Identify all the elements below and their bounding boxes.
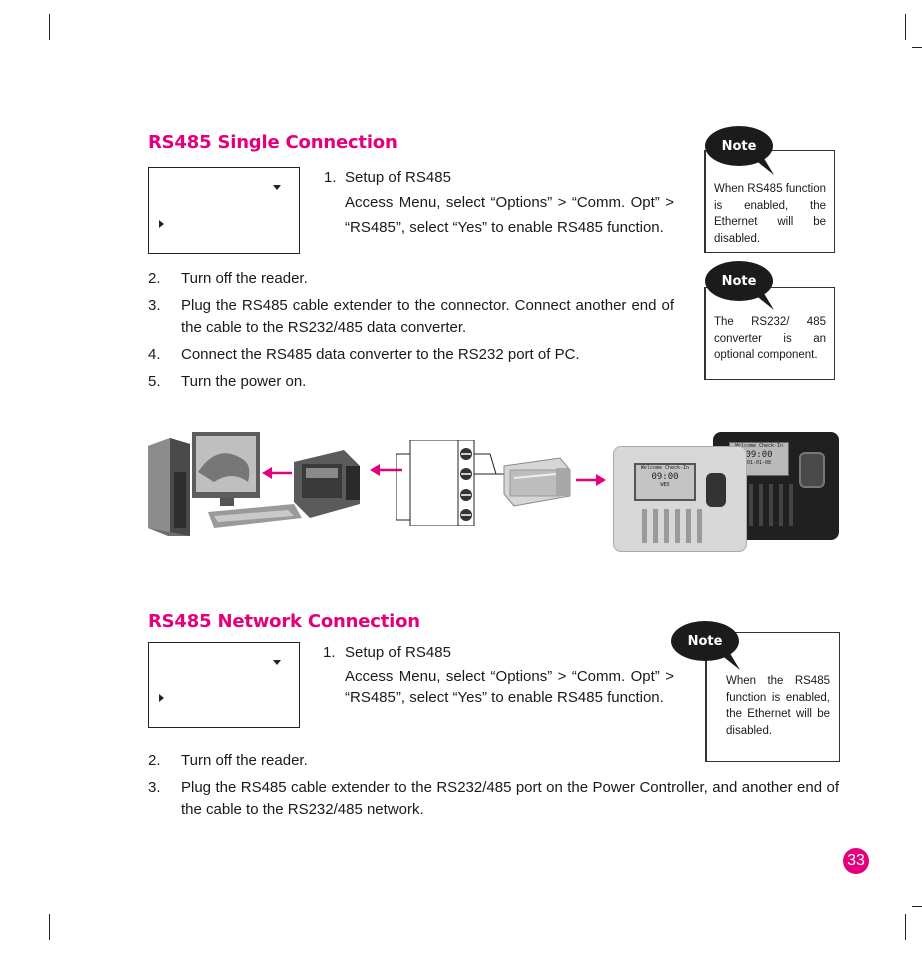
crop-mark [905, 14, 906, 40]
step-number: 3. [148, 297, 161, 314]
fingerprint-sensor [799, 452, 825, 488]
crop-mark [905, 914, 906, 940]
devices-photo: Welcome Check-In 09:00 01-01-08 Welcome … [613, 432, 839, 552]
step-text: Turn the power on. [181, 373, 307, 390]
computer-illustration [148, 432, 302, 536]
device-screen-time: 09:00 [745, 450, 773, 460]
arrow-down-icon [273, 660, 281, 665]
note-text: When RS485 function is enabled, the Ethe… [714, 183, 826, 245]
menu-screen-box [148, 167, 300, 254]
rs232-connector-illustration [294, 450, 360, 518]
step-text: Connect the RS485 data converter to the … [181, 346, 580, 363]
arrow-right-icon [159, 220, 164, 228]
note-box: When RS485 function is enabled, the Ethe… [704, 150, 835, 253]
note-label: Note [721, 138, 757, 154]
page-number: 33 [843, 848, 869, 874]
arrow-left-icon [370, 464, 402, 476]
fingerprint-sensor [706, 473, 726, 507]
step-text: Plug the RS485 cable extender to the RS2… [181, 779, 839, 818]
arrow-right-icon [159, 694, 164, 702]
step-number: 1. [323, 644, 336, 661]
device-screen-line: Welcome Check-In [734, 443, 784, 449]
note-text: The RS232/ 485 converter is an optional … [714, 316, 826, 361]
step-body: Access Menu, select “Options” > “Comm. O… [345, 668, 674, 706]
step-title: Setup of RS485 [345, 169, 451, 186]
step-number: 5. [148, 373, 161, 390]
note-label: Note [721, 273, 757, 289]
step-text: Plug the RS485 cable extender to the con… [181, 297, 674, 336]
device-screen-line: Welcome Check-In [640, 465, 690, 471]
step-number: 3. [148, 779, 161, 796]
arrow-down-icon [273, 185, 281, 190]
device-screen-day: WED [660, 482, 670, 488]
rs485-converter-illustration [503, 457, 571, 507]
note-text: When the RS485 function is enabled, the … [726, 675, 830, 737]
section-heading-network: RS485 Network Connection [148, 611, 420, 632]
step-number: 2. [148, 752, 161, 769]
crop-mark [912, 906, 922, 907]
keypad [743, 484, 797, 526]
arrow-left-icon [262, 467, 292, 479]
crop-mark [49, 14, 50, 40]
menu-screen-box [148, 642, 300, 728]
note-box: When the RS485 function is enabled, the … [705, 632, 840, 762]
device-screen-date: 01-01-08 [746, 460, 772, 466]
device-screen-time: 09:00 [651, 472, 679, 482]
step-text: Turn off the reader. [181, 270, 308, 287]
silver-terminal-device: Welcome Check-In 09:00 WED [613, 446, 747, 552]
step-text: Turn off the reader. [181, 752, 308, 769]
step-number: 2. [148, 270, 161, 287]
step-title: Setup of RS485 [345, 644, 451, 661]
speech-bubble-icon [705, 261, 774, 310]
step-number: 4. [148, 346, 161, 363]
device-screen: Welcome Check-In 09:00 WED [634, 463, 696, 501]
terminal-block-illustration [396, 440, 475, 526]
arrow-right-icon [576, 474, 606, 486]
speech-bubble-icon [705, 126, 774, 175]
speech-bubble-icon [671, 621, 740, 670]
keypad [636, 509, 702, 543]
crop-mark [49, 914, 50, 940]
section-heading-single: RS485 Single Connection [148, 132, 398, 153]
step-number: 1. [324, 169, 337, 186]
step-body: Access Menu, select “Options” > “Comm. O… [345, 194, 674, 236]
crop-mark [912, 47, 922, 48]
note-label: Note [687, 633, 723, 649]
